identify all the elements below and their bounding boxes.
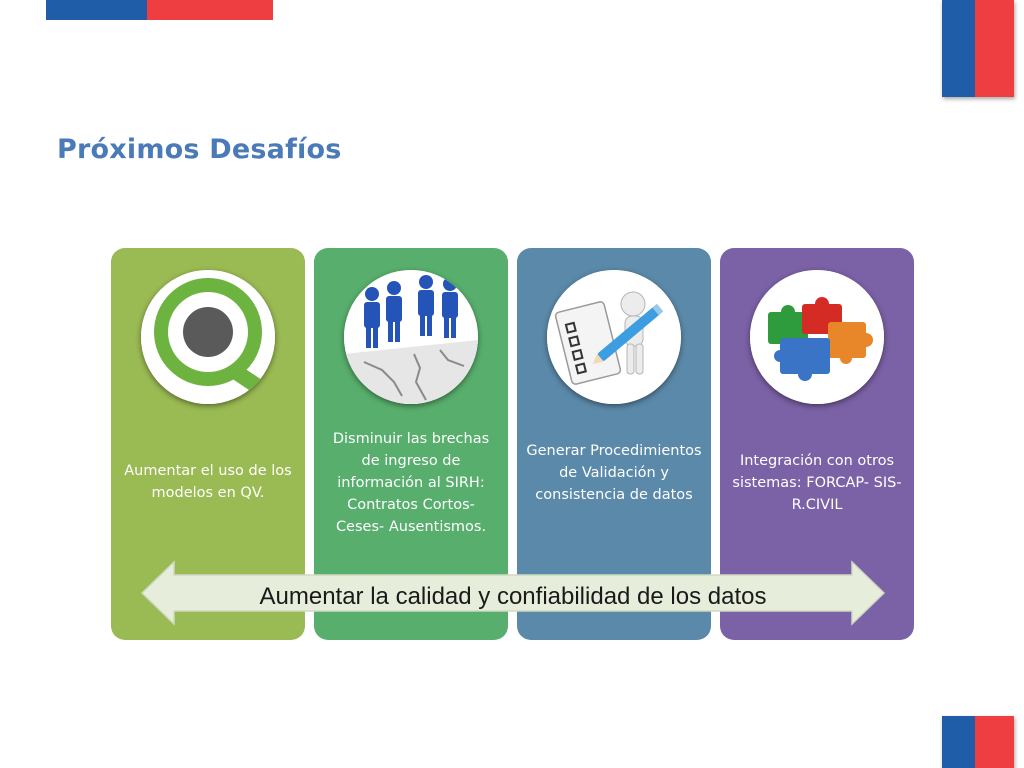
flag-red-band — [975, 716, 1014, 768]
challenge-card-qv-models: Aumentar el uso de los modelos en QV. — [111, 248, 305, 640]
card-text: Generar Procedimientos de Validación y c… — [526, 443, 702, 503]
flag-red-band — [975, 0, 1014, 97]
flag-stripe-top-left — [46, 0, 273, 20]
card-text: Integración con otros sistemas: FORCAP- … — [732, 453, 902, 513]
card-badge — [547, 270, 681, 404]
flag-blue-band — [942, 716, 975, 768]
card-badge — [750, 270, 884, 404]
banner-text: Aumentar la calidad y confiabilidad de l… — [259, 583, 767, 610]
flag-corner-top-right — [942, 0, 1014, 97]
card-badge — [141, 270, 275, 404]
flag-blue-band — [46, 0, 147, 20]
puzzle-pieces-icon — [750, 270, 884, 404]
flag-red-band — [147, 0, 273, 20]
flag-corner-bottom-right — [942, 716, 1014, 768]
double-arrow-shape — [140, 560, 886, 626]
qlikview-logo-icon — [141, 270, 275, 404]
flag-blue-band — [942, 0, 975, 97]
page-title: Próximos Desafíos — [57, 134, 342, 165]
checklist-pencil-figure-icon — [547, 270, 681, 404]
double-arrow-banner: Aumentar la calidad y confiabilidad de l… — [140, 560, 886, 626]
card-text: Disminuir las brechas de ingreso de info… — [332, 431, 490, 535]
card-text: Aumentar el uso de los modelos en QV. — [124, 463, 292, 501]
people-on-cracked-ground-icon — [344, 270, 478, 404]
card-badge — [344, 270, 478, 404]
